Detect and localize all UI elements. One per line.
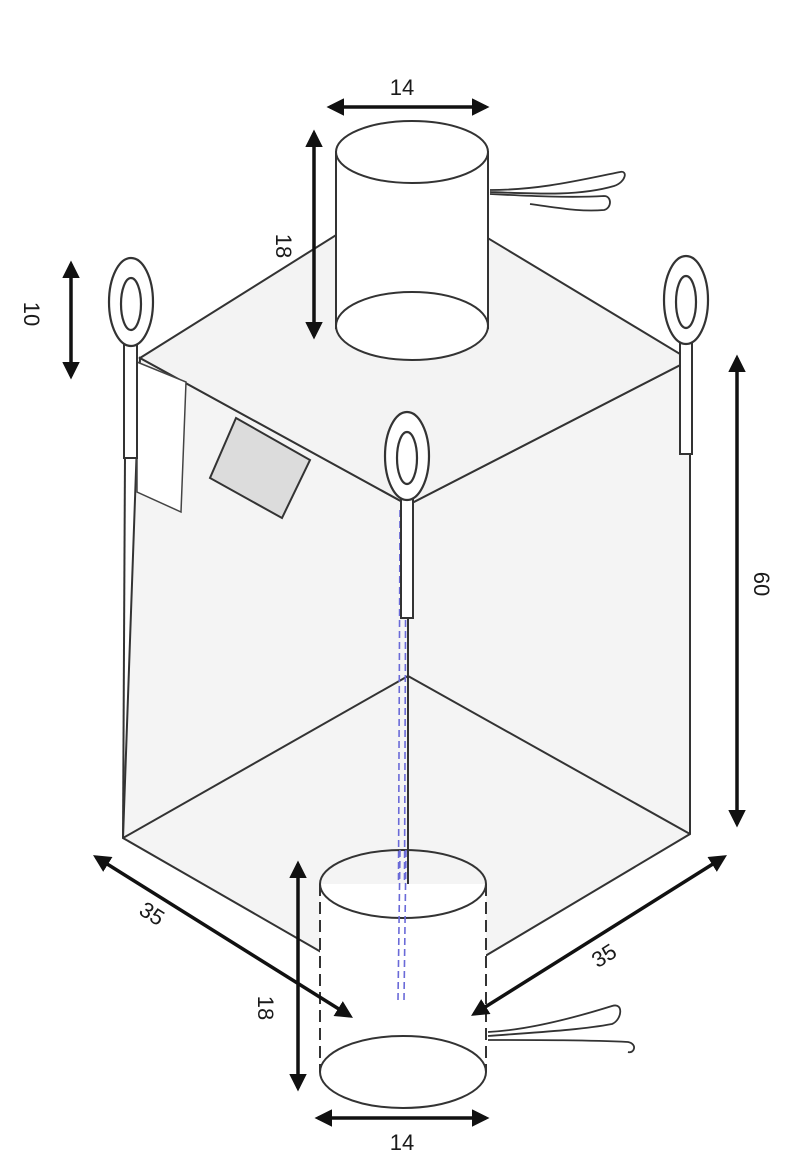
front-seam-lower-1 — [397, 849, 401, 1001]
lifting-loop-left-icon — [107, 256, 155, 459]
bag-height-label: 60 — [749, 572, 774, 596]
bottom-spout-opening — [319, 1035, 487, 1109]
label-patch — [208, 416, 312, 520]
bag-left-edge — [122, 454, 126, 839]
front-seam-lower-2 — [403, 849, 407, 1001]
base-left-label: 35 — [135, 897, 169, 931]
bag-back-edge-right — [407, 675, 691, 835]
base-right-label: 35 — [587, 939, 621, 973]
loop-height-label: 10 — [19, 302, 44, 326]
top-spout-opening — [335, 120, 489, 184]
top-spout-height-label: 18 — [271, 234, 296, 258]
lifting-loop-front-icon — [383, 410, 431, 619]
bottom-spout-tie-icon — [487, 1004, 622, 1037]
top-inlet-spout — [335, 120, 489, 361]
bottom-outlet-spout — [319, 849, 487, 1109]
bottom-spout-width-label: 14 — [390, 1130, 414, 1155]
base-left-arrow — [93, 855, 353, 1018]
top-spout-tie-icon — [489, 170, 626, 195]
top-spout-rim — [335, 291, 489, 361]
bottom-spout-tie-end-icon — [487, 1039, 635, 1054]
bag-back-edge-left — [122, 675, 409, 839]
lifting-loop-right-icon — [662, 254, 710, 455]
base-right-arrow — [471, 855, 727, 1016]
top-spout-width-label: 14 — [390, 75, 414, 100]
bottom-spout-height-label: 18 — [253, 996, 278, 1020]
top-spout-tie-end-icon — [489, 193, 611, 212]
document-pocket — [136, 360, 187, 514]
